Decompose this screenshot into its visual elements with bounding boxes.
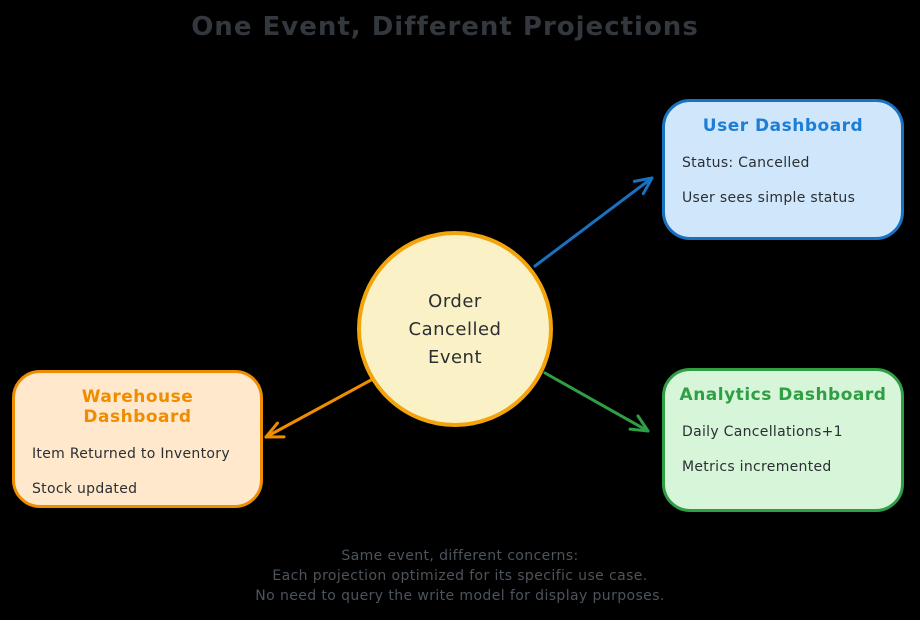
user-dashboard-card: User Dashboard Status: Cancelled User se… [662,99,904,240]
footnote-line: Each projection optimized for its specif… [272,568,648,584]
arrow-to-user-dashboard [533,176,654,268]
analytics-dashboard-card: Analytics Dashboard Daily Cancellations+… [662,368,904,512]
analytics-dashboard-line: Daily Cancellations+1 [682,424,843,440]
arrow-to-warehouse-dashboard-head-icon [264,421,286,439]
footnote-line: No need to query the write model for dis… [255,588,665,604]
arrow-to-user-dashboard-head-icon [632,176,654,196]
event-node-label-line: Cancelled [408,318,502,340]
footnote-line: Same event, different concerns: [341,548,579,564]
warehouse-dashboard-title: Warehouse Dashboard [81,387,194,427]
order-cancelled-event-node: Order Cancelled Event [357,231,553,427]
arrow-to-analytics-dashboard-head-icon [628,414,650,433]
user-dashboard-title: User Dashboard [702,116,864,136]
user-dashboard-line: Status: Cancelled [682,155,810,171]
analytics-dashboard-title: Analytics Dashboard [679,385,887,405]
user-dashboard-line: User sees simple status [682,190,856,206]
event-node-label-line: Order [428,290,482,312]
warehouse-dashboard-line: Item Returned to Inventory [32,446,230,462]
footnote: Same event, different concerns: Each pro… [0,546,920,606]
warehouse-dashboard-card: Warehouse Dashboard Item Returned to Inv… [12,370,263,508]
arrow-to-analytics-dashboard [543,371,650,433]
arrow-to-warehouse-dashboard [264,378,373,439]
event-node-label-line: Event [427,346,483,368]
analytics-dashboard-line: Metrics incremented [682,459,832,475]
warehouse-dashboard-line: Stock updated [32,481,138,497]
diagram-title: One Event, Different Projections [191,12,699,42]
